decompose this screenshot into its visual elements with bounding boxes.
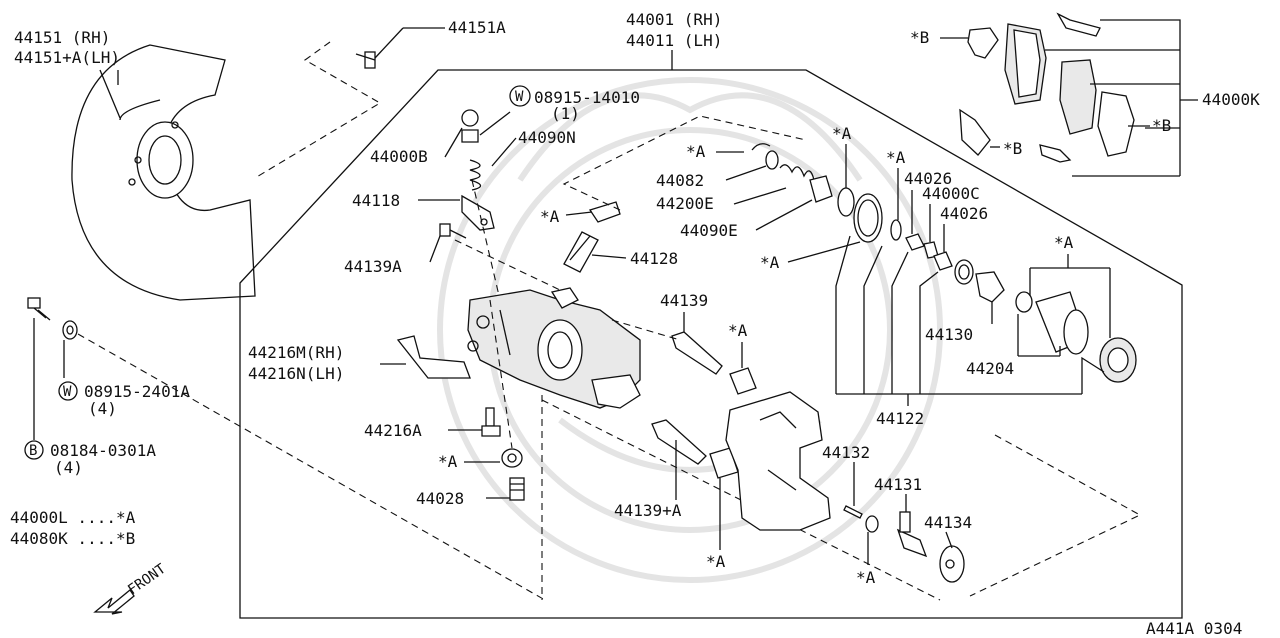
label-piston-44130: 44130 — [925, 325, 973, 344]
label-hose-bracket-lh: 44216N(LH) — [248, 364, 344, 383]
label-bleeder-cap: 44000B — [370, 147, 428, 166]
mark-a-pin: *A — [728, 321, 748, 340]
dust-shield — [71, 44, 256, 301]
label-front: FRONT — [125, 561, 169, 599]
pad-kit-parts — [959, 12, 1135, 163]
mark-a-piston: *A — [1054, 233, 1074, 252]
adjuster-44130-icon — [975, 271, 1005, 303]
mark-a-ring-1: *A — [832, 124, 852, 143]
label-caliper-lh: 44011 (LH) — [626, 31, 722, 50]
mark-a-sleeve: *A — [540, 207, 560, 226]
seal-44026-b-icon — [933, 251, 953, 271]
footnote-b: 44080K ....*B — [10, 529, 135, 548]
mark-b-2: *B — [1003, 139, 1022, 158]
caliper-body — [467, 287, 641, 409]
label-sleeve-44128: 44128 — [630, 249, 678, 268]
boot-a-top-icon — [588, 201, 621, 223]
label-seal-kit-44122: 44122 — [876, 409, 924, 428]
label-adjuster-44204: 44204 — [966, 359, 1014, 378]
label-bleeder-screw-90n: 44090N — [518, 128, 576, 147]
label-spring-44200e: 44200E — [656, 194, 714, 213]
bolt-44131-icon — [896, 511, 928, 558]
mark-b-3: *B — [1152, 116, 1171, 135]
label-seal-44026-b: 44026 — [940, 204, 988, 223]
ring-44130-icon — [954, 259, 974, 285]
caliper-assembly-frame — [239, 69, 1183, 619]
pin-44139-icon — [671, 331, 723, 375]
label-seal-44000c: 44000C — [922, 184, 980, 203]
label-washer-w1-qty: (1) — [551, 104, 580, 123]
circle-w-1: W — [515, 89, 524, 105]
bolt-44139a-icon — [439, 223, 467, 239]
label-washer-w2-code: 08915-2401A — [84, 382, 190, 401]
label-caliper-rh: 44001 (RH) — [626, 10, 722, 29]
piston-icon — [1035, 291, 1089, 355]
mark-a-bolt: *A — [856, 568, 876, 587]
bush-44090e-icon — [809, 175, 833, 203]
label-hose-bracket-rh: 44216M(RH) — [248, 343, 344, 362]
label-bush-44090e: 44090E — [680, 221, 738, 240]
mark-a-ring-2: *A — [886, 148, 906, 167]
label-seal-44082: 44082 — [656, 171, 704, 190]
bleeder-44028-icon — [509, 477, 525, 501]
mark-a-left: *A — [438, 452, 458, 471]
label-pin-44132: 44132 — [822, 443, 870, 462]
bleeder-cap-icon — [461, 109, 479, 143]
label-bolt-44131: 44131 — [874, 475, 922, 494]
label-bolt-b-qty: (4) — [54, 458, 83, 477]
bracket-44118-icon — [461, 194, 495, 231]
pin-44132-icon — [843, 505, 863, 519]
boot-a-mid-icon — [729, 367, 757, 395]
washer-w-icon — [62, 320, 78, 340]
label-washer-w2-qty: (4) — [88, 399, 117, 418]
front-arrow-icon — [93, 589, 135, 615]
spring-44200e-icon — [779, 164, 815, 181]
label-shield-lh: 44151+A(LH) — [14, 48, 120, 67]
ring-a-large-icon — [853, 193, 883, 243]
label-washer-w1-code: 08915-14010 — [534, 88, 640, 107]
ring-a-2-icon — [890, 219, 902, 241]
sleeve-44128-icon — [563, 231, 599, 273]
ring-44204-icon — [1015, 291, 1033, 313]
shield-bolt-icon — [355, 51, 376, 69]
figure-code: A441A 0304 — [1146, 619, 1242, 638]
plate-44134-icon — [939, 545, 965, 583]
bolt-b-icon — [27, 297, 51, 321]
label-bleeder-44028: 44028 — [416, 489, 464, 508]
circle-b: B — [29, 443, 37, 459]
mounting-bracket — [725, 391, 831, 531]
hose-bracket-icon — [396, 335, 471, 379]
mark-a-ring-large: *A — [760, 253, 780, 272]
label-bolt-44139a: 44139A — [344, 257, 402, 276]
mark-a-low: *A — [706, 552, 726, 571]
ring-a-1-icon — [837, 187, 855, 217]
mark-b-1: *B — [910, 28, 929, 47]
mark-a-seal: *A — [686, 142, 706, 161]
label-bolt-44216a: 44216A — [364, 421, 422, 440]
seal-44082-icon — [751, 143, 779, 170]
piston-boot-icon — [1099, 337, 1137, 383]
label-plate-44134: 44134 — [924, 513, 972, 532]
label-pad-kit: 44000K — [1202, 90, 1260, 109]
label-shield-bolt: 44151A — [448, 18, 506, 37]
circle-w-2: W — [63, 384, 72, 400]
washer-a-small-icon — [865, 515, 879, 533]
pin-44139a-plus-icon — [651, 419, 707, 465]
label-pin-44139a-plus: 44139+A — [614, 501, 682, 520]
label-seal-44026-a: 44026 — [904, 169, 952, 188]
label-pin-44139: 44139 — [660, 291, 708, 310]
bolt-44216a-icon — [481, 407, 501, 437]
label-bolt-b-code: 08184-0301A — [50, 441, 156, 460]
spring-icon — [469, 159, 482, 191]
footnote-a: 44000L ....*A — [10, 508, 136, 527]
label-shield-rh: 44151 (RH) — [14, 28, 110, 47]
label-bracket-44118: 44118 — [352, 191, 400, 210]
cap-a-icon — [501, 448, 523, 468]
